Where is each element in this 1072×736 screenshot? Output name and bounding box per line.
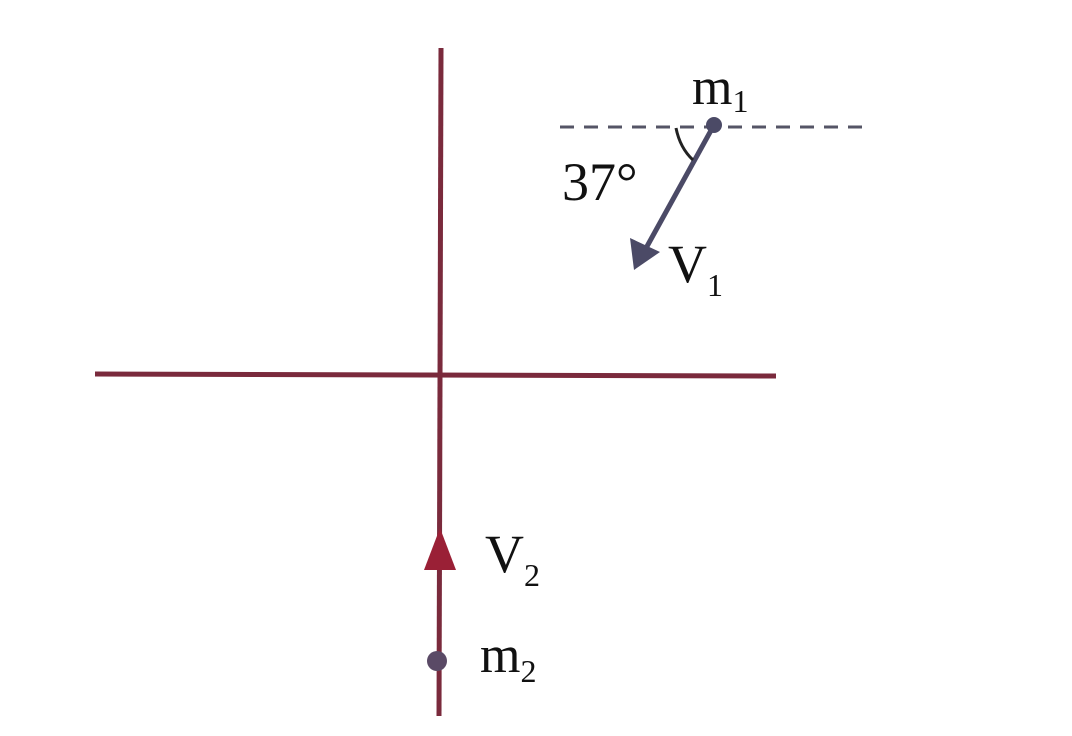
label-m2: m2 <box>480 627 536 689</box>
velocity-v1-arrow <box>642 123 717 252</box>
y-axis <box>436 47 444 717</box>
velocity-v2-arrowhead <box>424 528 456 570</box>
label-angle: 37° <box>562 152 638 212</box>
mass-m2-dot <box>427 651 447 671</box>
x-axis <box>94 371 777 379</box>
label-v1: V1 <box>668 234 723 303</box>
velocity-v1-arrowhead <box>630 238 660 270</box>
label-m1: m1 <box>692 59 748 119</box>
label-v2: V2 <box>485 524 540 593</box>
angle-arc <box>674 127 695 162</box>
